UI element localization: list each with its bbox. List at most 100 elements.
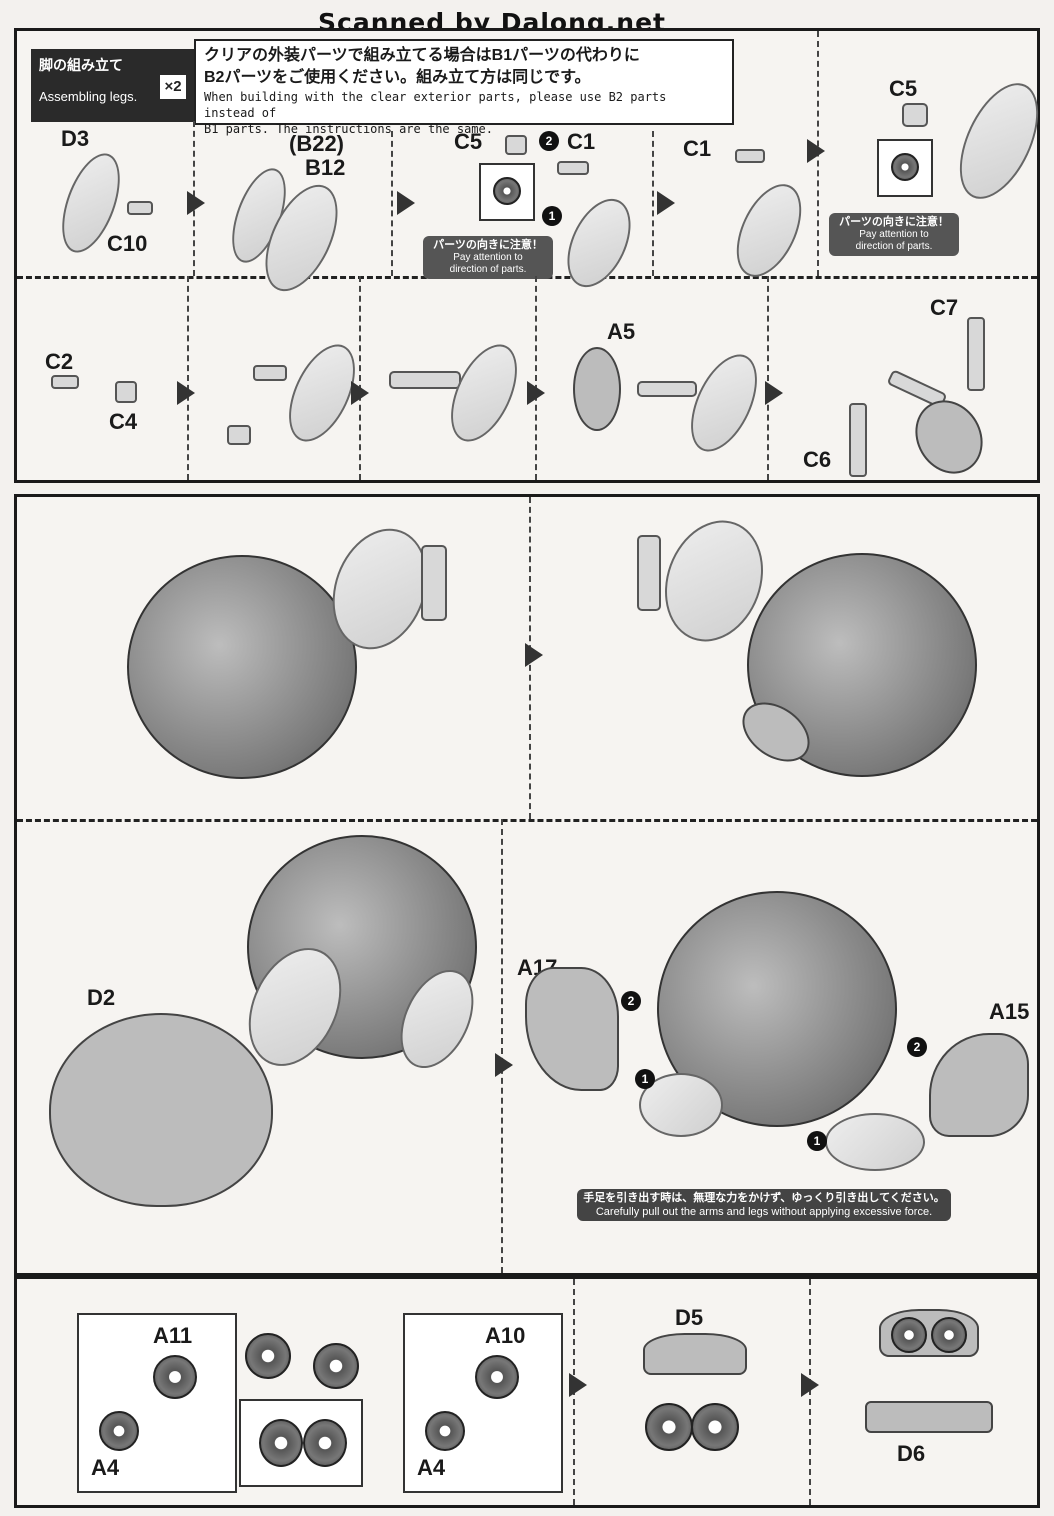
orientation-note: パーツの向きに注意！ Pay attention to direction of…: [829, 213, 959, 256]
orientation-note: パーツの向きに注意！ Pay attention to direction of…: [423, 236, 553, 279]
part-label-a11: A11: [153, 1323, 193, 1348]
foot-assembly: [902, 388, 996, 486]
step-arrow: [807, 139, 825, 163]
leg-bracket: [637, 535, 661, 611]
gear-part: [153, 1355, 197, 1399]
section-title-en: Assembling legs.: [39, 89, 138, 104]
ring-part: [573, 347, 621, 431]
caution-note: 手足を引き出す時は、無理な力をかけず、ゆっくり引き出してください。 Carefu…: [577, 1189, 951, 1221]
caution-en: Carefully pull out the arms and legs wit…: [595, 1206, 933, 1218]
column-divider: [535, 276, 537, 480]
step-marker: 1: [635, 1069, 655, 1089]
part-label-a4-b: A4: [417, 1455, 446, 1480]
part-label-c10: C10: [107, 231, 148, 256]
step-arrow: [495, 1053, 513, 1077]
part-label-d6: D6: [897, 1441, 926, 1466]
foot-disc-part: [437, 334, 531, 452]
step-arrow: [527, 381, 545, 405]
orientation-note-en1: Pay attention to: [453, 252, 523, 263]
part-label-c5: C5: [454, 129, 483, 154]
step-arrow: [397, 191, 415, 215]
foot-disc-part: [639, 1073, 723, 1137]
detail-inset: [479, 163, 535, 221]
leg-bracket: [421, 545, 447, 621]
wheel-base-part: [865, 1401, 993, 1433]
orientation-note-en1: Pay attention to: [859, 229, 929, 240]
part-label-a4: A4: [91, 1455, 120, 1480]
part-label-a5: A5: [607, 319, 636, 344]
step-marker: 1: [542, 206, 562, 226]
part-label-d5: D5: [675, 1305, 704, 1330]
note-en-line1: When building with the clear exterior pa…: [204, 90, 667, 120]
wheel-assembly-section: A11 A4 A10 A4 D5 D6: [14, 1276, 1040, 1508]
column-divider: [359, 276, 361, 480]
wheel-pair: [931, 1317, 967, 1353]
body-leg-attach-section: D2 A17 A15 2 1 2 1 手足を引き出す時は、無理な力をかけず、ゆっ…: [14, 494, 1040, 1276]
cylinder-part: [227, 425, 251, 445]
step-marker: 2: [907, 1037, 927, 1057]
part-label-a15: A15: [989, 999, 1030, 1024]
foot-disc-part: [943, 71, 1054, 211]
wheel-half: [245, 1333, 291, 1379]
tire-part: [99, 1411, 139, 1451]
step-arrow: [765, 381, 783, 405]
wheel-inset-left: A11 A4: [77, 1313, 237, 1493]
step-arrow: [801, 1373, 819, 1397]
step-arrow: [657, 191, 675, 215]
bracket-part: [967, 317, 985, 391]
wheel-detail: [259, 1419, 303, 1467]
joint-part: [253, 365, 287, 381]
cap-part: [902, 103, 928, 127]
cylinder-part: [115, 381, 137, 403]
wheel-pair: [691, 1403, 739, 1451]
wheel-detail-inset: [239, 1399, 363, 1487]
step-marker: 1: [807, 1131, 827, 1151]
peg-part: [127, 201, 153, 215]
step-arrow: [525, 643, 543, 667]
pin-part: [557, 161, 589, 175]
step-marker: 2: [539, 131, 559, 151]
foot-disc-part: [723, 174, 815, 287]
foot-disc-part: [825, 1113, 925, 1171]
step-arrow: [569, 1373, 587, 1397]
orientation-note-jp: パーツの向きに注意！: [839, 216, 949, 228]
part-label-b12: B12: [305, 155, 346, 180]
wheel-inset-right: A10 A4: [403, 1313, 563, 1493]
arm-cover-part: [525, 967, 619, 1091]
column-divider: [767, 276, 769, 480]
joint-part: [51, 375, 79, 389]
orientation-note-en2: direction of parts.: [855, 241, 933, 252]
note-en-line2: B1 parts. The instructions are the same.: [204, 122, 493, 136]
pin-part: [735, 149, 765, 163]
part-label-c6: C6: [803, 447, 832, 472]
body-sphere: [127, 555, 357, 779]
column-divider: [652, 131, 654, 276]
part-label-c4: C4: [109, 409, 138, 434]
orientation-note-jp: パーツの向きに注意！: [433, 239, 543, 251]
cap-part: [505, 135, 527, 155]
leg-joint-part: [389, 371, 461, 389]
foot-disc-part: [554, 188, 644, 298]
column-divider: [501, 819, 503, 1273]
detail-inset: [877, 139, 933, 197]
arm-cover-part: [929, 1033, 1029, 1137]
part-label-a10: A10: [485, 1323, 526, 1348]
step-arrow: [177, 381, 195, 405]
column-divider: [187, 276, 189, 480]
body-sphere: [657, 891, 897, 1127]
part-label-c7: C7: [930, 295, 959, 320]
part-label-d3: D3: [61, 126, 90, 151]
part-label-c2: C2: [45, 349, 74, 374]
part-label-b22: (B22): [289, 131, 345, 156]
wheel-housing-part: [643, 1333, 747, 1375]
part-detail-icon: [891, 153, 919, 181]
section-title-box: 脚の組み立て Assembling legs. ×2: [31, 49, 194, 122]
gear-part: [475, 1355, 519, 1399]
step-arrow: [187, 191, 205, 215]
note-jp-line1: クリアの外装パーツで組み立てる場合はB1パーツの代わりに: [204, 47, 640, 64]
orientation-note-en2: direction of parts.: [449, 264, 527, 275]
part-detail-icon: [493, 177, 521, 205]
foot-disc-part: [677, 344, 771, 462]
bracket-part: [849, 403, 867, 477]
part-label-c1-b: C1: [683, 136, 712, 161]
